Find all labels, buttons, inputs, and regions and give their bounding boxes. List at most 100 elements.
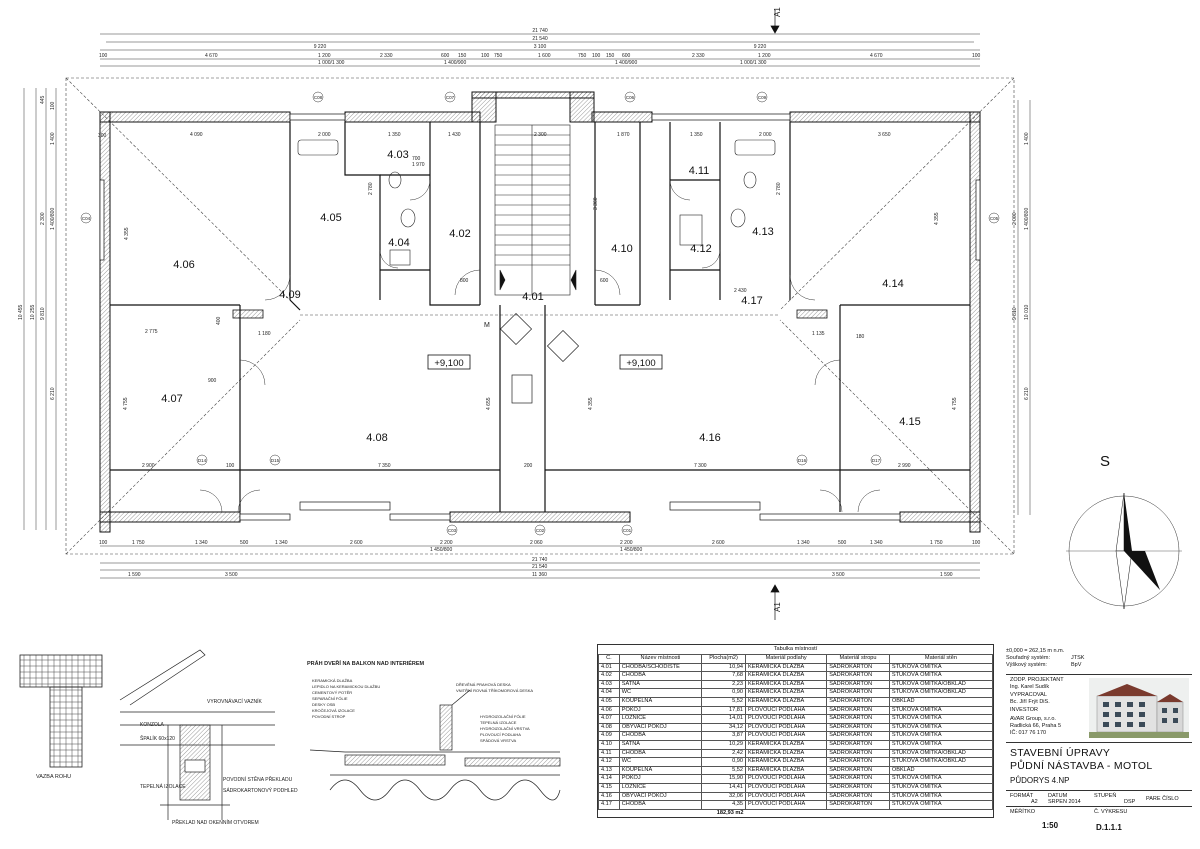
svg-text:2 000: 2 000 <box>1012 212 1018 225</box>
table-cell: ŠTUKOVÁ OMÍTKA <box>888 671 994 681</box>
table-cell: CHODBA/SCHODIŠTĚ <box>618 662 703 673</box>
table-cell: 2,23 <box>701 679 747 690</box>
table-cell: KERAMICKÁ DLAŽBA <box>745 765 828 776</box>
svg-text:2 780: 2 780 <box>776 182 782 195</box>
table-cell: 2,42 <box>701 748 747 759</box>
table-cell: 0,90 <box>701 688 747 698</box>
svg-text:4.12: 4.12 <box>690 243 711 255</box>
svg-text:10 255: 10 255 <box>30 304 36 320</box>
svg-text:4.16: 4.16 <box>699 432 720 444</box>
svg-text:2 990: 2 990 <box>898 463 911 469</box>
table-cell: OBKLAD <box>888 765 994 776</box>
svg-text:3 500: 3 500 <box>225 572 238 578</box>
table-cell: 4.02 <box>598 671 620 681</box>
svg-text:10 010: 10 010 <box>1024 304 1030 320</box>
dim-half-left: 9 220 <box>314 44 327 50</box>
table-cell: KERAMICKÁ DLAŽBA <box>745 748 828 759</box>
table-cell: ŠATNA <box>618 739 703 750</box>
room-table-caption: Tabulka místností <box>598 645 993 655</box>
svg-text:4 355: 4 355 <box>124 227 130 240</box>
svg-text:150: 150 <box>606 53 615 59</box>
threshold-title: PRÁH DVEŘÍ NA BALKON NAD INTERIÉREM <box>307 659 425 667</box>
format-label: FORMÁT <box>1010 793 1034 799</box>
door-swings <box>199 179 881 513</box>
svg-text:D17: D17 <box>872 458 881 463</box>
svg-text:D16: D16 <box>798 458 807 463</box>
table-cell: 4.16 <box>598 791 620 802</box>
stage-label: STUPEŇ <box>1094 793 1117 799</box>
threshold-notes: KERAMICKÁ DLAŽBA LEPIDLO NA KERAMICKOU D… <box>312 678 533 743</box>
table-cell: 4.10 <box>598 739 620 750</box>
svg-text:7 300: 7 300 <box>694 463 707 469</box>
svg-text:HYDROIZOLAČNÍ VRSTVA: HYDROIZOLAČNÍ VRSTVA <box>480 726 530 731</box>
svg-text:3 500: 3 500 <box>832 572 845 578</box>
svg-text:100: 100 <box>972 53 981 59</box>
staircase <box>494 124 577 296</box>
lintel-notes: VYROVNÁVACÍ VAZNÍK KONZOLA ŠPALÍK 60x120… <box>140 698 298 794</box>
dim-half-right: 9 220 <box>754 44 767 50</box>
svg-text:1 000/1 300: 1 000/1 300 <box>318 60 345 66</box>
svg-text:21 540: 21 540 <box>532 564 548 570</box>
svg-text:1 750: 1 750 <box>930 540 943 546</box>
columns <box>232 309 828 319</box>
table-cell: 4.07 <box>598 714 620 724</box>
table-cell: 14,01 <box>701 714 747 724</box>
svg-text:9 810: 9 810 <box>40 307 46 320</box>
north-label: S <box>1100 453 1110 470</box>
svg-text:1 340: 1 340 <box>870 540 883 546</box>
table-cell: SÁDROKARTON <box>826 662 890 673</box>
table-cell: 4.09 <box>598 731 620 741</box>
svg-text:D15: D15 <box>271 458 280 463</box>
inner-dims: 4 090 2 000 1 350 1 430 2 300 1 870 1 35… <box>98 132 958 469</box>
left-dim-labels: 10 455 10 255 9 810 445 100 1 400 2 300 … <box>18 95 130 400</box>
drawing-title: PŮDORYS 4.NP <box>1010 776 1070 785</box>
table-cell: 3,87 <box>701 731 747 741</box>
svg-text:900: 900 <box>208 378 217 384</box>
table-cell: POKOJ <box>618 774 703 784</box>
svg-text:SÁDROKARTONOVÝ PODHLED: SÁDROKARTONOVÝ PODHLED <box>223 787 298 794</box>
svg-text:C06: C06 <box>626 95 635 100</box>
table-cell: WC <box>618 757 703 767</box>
svg-text:4 355: 4 355 <box>934 212 940 225</box>
svg-text:700: 700 <box>412 156 421 162</box>
svg-text:2 330: 2 330 <box>380 53 393 59</box>
svg-text:3 360: 3 360 <box>593 197 599 210</box>
svg-text:1 350: 1 350 <box>690 132 703 138</box>
table-cell: SÁDROKARTON <box>826 765 890 776</box>
svg-text:VNITŘNÍ ROVNÁ TŘÍKOMOROVÁ DESK: VNITŘNÍ ROVNÁ TŘÍKOMOROVÁ DESKA <box>456 688 533 693</box>
svg-text:C08: C08 <box>314 95 323 100</box>
designer-name: Ing. Karel Sudík <box>1010 684 1050 690</box>
svg-text:4.10: 4.10 <box>611 243 632 255</box>
svg-text:500: 500 <box>838 540 847 546</box>
room-table: Tabulka místností Č. Název místnosti Plo… <box>597 644 994 818</box>
svg-text:KONZOLA: KONZOLA <box>140 722 165 728</box>
table-cell: ŠTUKOVÁ OMÍTKA <box>888 714 994 724</box>
svg-text:6 210: 6 210 <box>50 387 56 400</box>
svg-text:100: 100 <box>481 53 490 59</box>
table-cell: KOUPELNA <box>618 696 703 707</box>
table-cell: 15,90 <box>701 774 747 784</box>
table-cell: SÁDROKARTON <box>826 748 890 759</box>
room-table-total: 182,93 m2 <box>716 809 744 816</box>
svg-text:200: 200 <box>524 463 533 469</box>
svg-text:SPÁDOVÁ VRSTVA: SPÁDOVÁ VRSTVA <box>480 738 516 743</box>
north-arrow-icon <box>1066 492 1182 610</box>
svg-text:1 200: 1 200 <box>318 53 331 59</box>
svg-text:2 430: 2 430 <box>734 288 747 294</box>
svg-text:4.15: 4.15 <box>899 416 920 428</box>
table-cell: 4.13 <box>598 765 620 776</box>
sanitary-fixtures <box>297 139 776 266</box>
svg-text:4.03: 4.03 <box>387 149 408 161</box>
threshold-detail <box>309 689 561 801</box>
table-cell: KERAMICKÁ DLAŽBA <box>745 696 828 707</box>
svg-text:100: 100 <box>99 53 108 59</box>
svg-text:VYROVNÁVACÍ VAZNÍK: VYROVNÁVACÍ VAZNÍK <box>207 698 262 705</box>
dim-center: 3 100 <box>534 44 547 50</box>
m-mark: M <box>484 322 490 329</box>
corner-joint-detail <box>19 654 103 768</box>
